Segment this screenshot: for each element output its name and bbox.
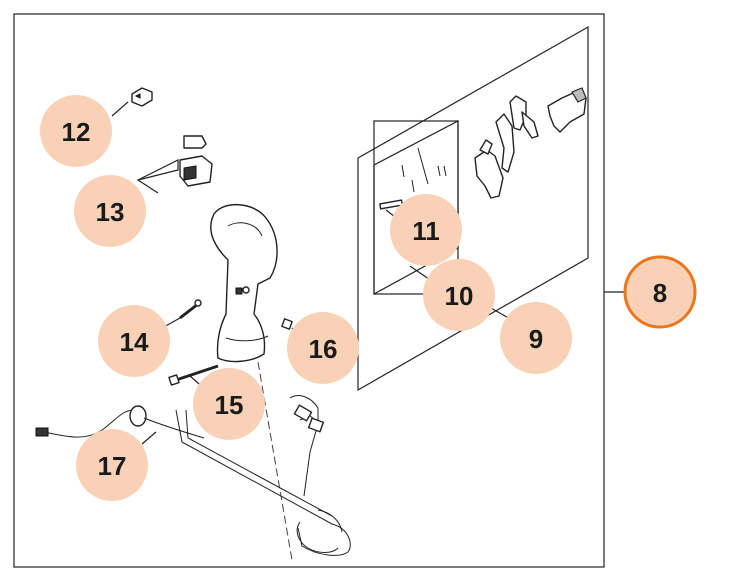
part-13-switch [179, 135, 213, 187]
part-14-screw [179, 299, 202, 320]
callout-15[interactable]: 15 [193, 368, 265, 440]
svg-text:8: 8 [653, 278, 667, 308]
part-17-harness [35, 405, 205, 439]
leader-13 [136, 159, 179, 194]
control-cable-assembly [175, 395, 351, 556]
svg-text:12: 12 [62, 117, 91, 147]
callout-10[interactable]: 10 [423, 259, 495, 331]
callout-16[interactable]: 16 [287, 312, 359, 384]
callout-13[interactable]: 13 [74, 175, 146, 247]
svg-text:10: 10 [445, 281, 474, 311]
svg-text:14: 14 [120, 327, 149, 357]
callout-17[interactable]: 17 [76, 429, 148, 501]
svg-text:15: 15 [215, 390, 244, 420]
callout-12[interactable]: 12 [40, 95, 112, 167]
kit-sheet [357, 25, 589, 392]
svg-text:17: 17 [98, 451, 127, 481]
callout-11[interactable]: 11 [390, 194, 462, 266]
callout-9[interactable]: 9 [500, 302, 572, 374]
trigger-parts [474, 87, 587, 199]
leader-12 [111, 101, 129, 117]
callout-8[interactable]: 8 [623, 255, 697, 329]
springs [379, 147, 447, 210]
svg-text:13: 13 [96, 197, 125, 227]
axis-line [257, 361, 293, 561]
part-16-nut [281, 318, 293, 330]
spring-set-sheet-outline [373, 120, 459, 296]
part-15-bolt [168, 364, 219, 386]
leader-17 [141, 431, 157, 445]
svg-text:16: 16 [309, 334, 338, 364]
callout-14[interactable]: 14 [98, 305, 170, 377]
handle-housing [210, 203, 278, 363]
svg-text:9: 9 [529, 324, 543, 354]
part-12-connector [131, 87, 153, 107]
diagram-frame [13, 13, 605, 568]
svg-text:11: 11 [412, 216, 440, 246]
